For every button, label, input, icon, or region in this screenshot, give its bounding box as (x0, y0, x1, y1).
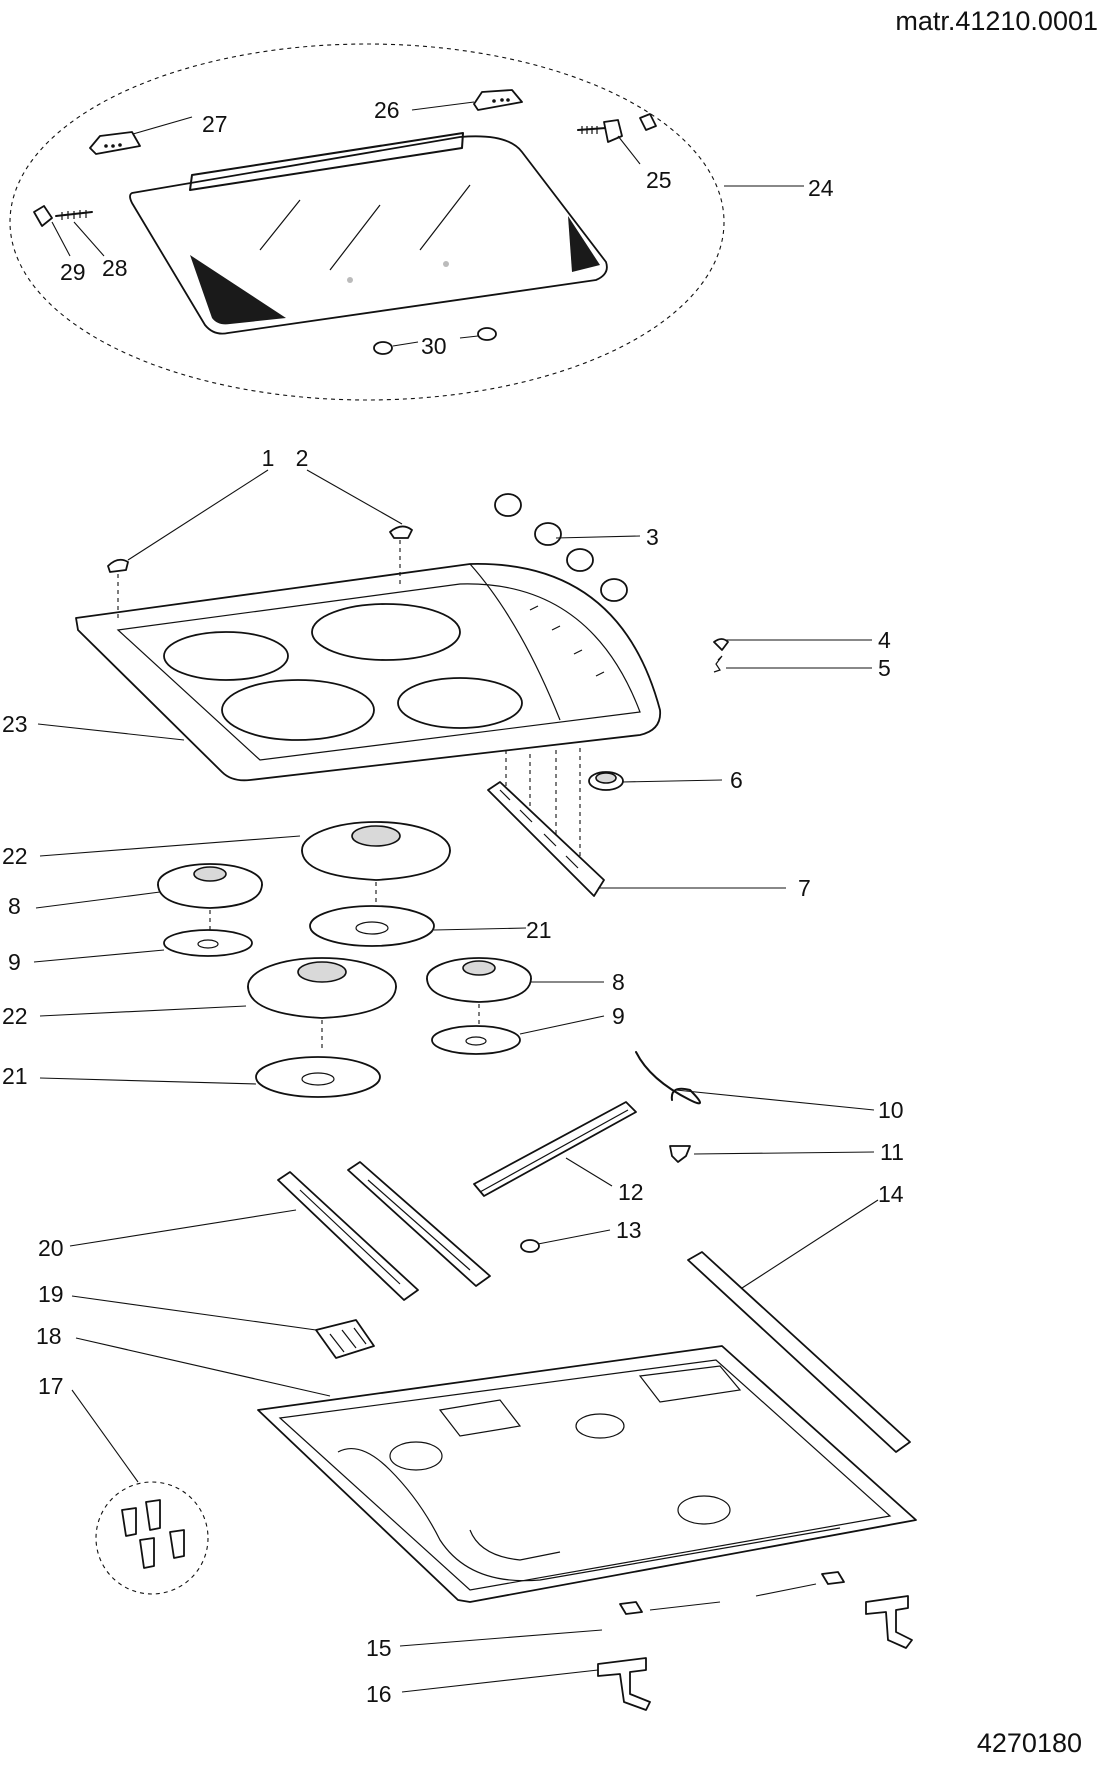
callout-7: 7 (798, 875, 811, 901)
clip-3 (139, 1537, 155, 1569)
callout-15: 15 (366, 1635, 392, 1661)
callout-22-front: 22 (2, 1003, 28, 1029)
callout-24: 24 (808, 175, 834, 201)
plug-cap-2 (389, 525, 413, 539)
callout-8-left: 8 (8, 893, 21, 919)
callout-3: 3 (646, 524, 659, 550)
callout-9-right: 9 (612, 1003, 625, 1029)
hotplate-ring-rear (309, 905, 435, 947)
fixing-clip-left (619, 1601, 643, 1615)
callout-17: 17 (38, 1373, 64, 1399)
callout-19: 19 (38, 1281, 64, 1307)
hotplate-ring-small-right (431, 1025, 521, 1055)
callout-20: 20 (38, 1235, 64, 1261)
control-knob-4 (600, 578, 628, 602)
callout-labels: 1 2 3 4 5 6 7 8 9 8 9 10 11 12 13 14 15 … (2, 97, 904, 1707)
callout-9-left: 9 (8, 949, 21, 975)
hotplate-opening-back-left (163, 631, 289, 681)
callout-30: 30 (421, 333, 447, 359)
callout-21-rear: 21 (526, 917, 552, 943)
drawing-number: 4270180 (976, 1728, 1082, 1758)
hotplate-ring-small-left (163, 929, 253, 957)
base-tray-group (257, 1345, 917, 1711)
callout-16: 16 (366, 1681, 392, 1707)
clip-1 (121, 1507, 137, 1537)
callout-18: 18 (36, 1323, 62, 1349)
pilot-lamp-cover (713, 638, 729, 651)
clip-2 (145, 1499, 161, 1531)
glass-cover-group (9, 43, 725, 401)
terminal-clip (669, 1145, 691, 1163)
control-knob-1 (494, 493, 522, 517)
callout-6: 6 (730, 767, 743, 793)
clips-group-boundary (95, 1481, 209, 1595)
callout-5: 5 (878, 655, 891, 681)
nut (520, 1239, 540, 1253)
bracket-25 (603, 119, 623, 143)
plug-cap-1 (107, 558, 129, 573)
glass-lid (129, 135, 608, 335)
lid-hinge-strip (189, 132, 464, 191)
callout-2: 2 (296, 445, 309, 471)
callout-25: 25 (646, 167, 672, 193)
callout-8-right: 8 (612, 969, 625, 995)
callout-11: 11 (880, 1139, 904, 1165)
callout-26: 26 (374, 97, 400, 123)
cover-group-boundary (9, 43, 725, 401)
hotplate-opening-front-left (221, 679, 375, 741)
callout-1: 1 (262, 445, 275, 471)
hob-top-plate (75, 563, 662, 782)
sensor-wire (635, 1051, 701, 1105)
hotplates-group (157, 821, 532, 1098)
pilot-lamp (713, 655, 723, 673)
small-parts-group (95, 1051, 911, 1595)
hob-top-group (75, 493, 729, 897)
hotplate-opening-back-right (311, 603, 461, 661)
hinge-bracket-right (473, 89, 523, 111)
fixing-bracket-left (597, 1657, 651, 1711)
hotplate-ring-front (255, 1056, 381, 1098)
switch-block (487, 781, 605, 897)
seal-strip (687, 1251, 911, 1453)
fixing-bracket-right (865, 1595, 913, 1649)
fixing-clip-right (821, 1571, 845, 1585)
hinge-bracket-left (89, 131, 141, 155)
callout-12: 12 (618, 1179, 644, 1205)
callout-14: 14 (878, 1181, 904, 1207)
base-tray (257, 1345, 917, 1603)
hotplate-large-rear-edge (301, 849, 451, 881)
control-knob-2 (534, 522, 562, 546)
rubber-foot-left (373, 341, 393, 355)
callout-22-rear: 22 (2, 843, 28, 869)
callout-23: 23 (2, 711, 28, 737)
leader-lines (33, 101, 879, 1693)
clip-4 (169, 1529, 185, 1559)
bracket-29 (33, 205, 53, 227)
terminal-block (315, 1319, 375, 1359)
rubber-foot-right (477, 327, 497, 341)
callout-13: 13 (616, 1217, 642, 1243)
block-25 (639, 113, 657, 131)
callout-28: 28 (102, 255, 128, 281)
hotplate-opening-front-right (397, 677, 523, 729)
callout-4: 4 (878, 627, 891, 653)
callout-27: 27 (202, 111, 228, 137)
callout-10: 10 (878, 1097, 904, 1123)
material-code: matr.41210.0001 (895, 6, 1098, 36)
control-knob-3 (566, 548, 594, 572)
callout-21-front: 21 (2, 1063, 28, 1089)
callout-29: 29 (60, 259, 86, 285)
